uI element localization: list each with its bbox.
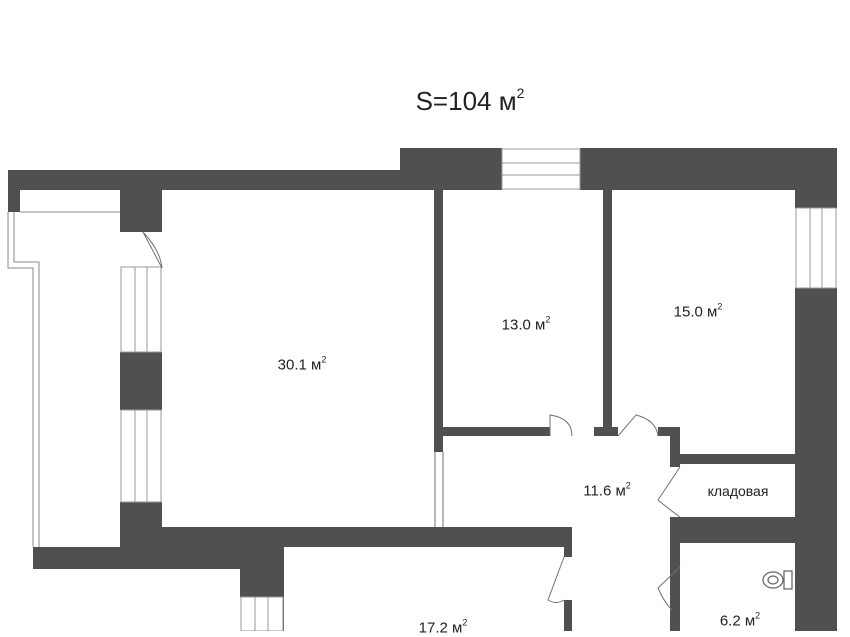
wall-loggia-bottom — [33, 547, 43, 569]
wall-top-left — [8, 170, 435, 190]
loggia — [7, 211, 120, 547]
room-bedroom-2-area: 15.0 м2 — [673, 301, 723, 321]
window-top-bedroom — [501, 148, 581, 190]
wall-living-lower-left — [120, 502, 162, 552]
toilet-icon — [762, 570, 793, 590]
walls — [8, 148, 837, 631]
wall-storage-right — [795, 454, 817, 631]
windows — [120, 148, 837, 631]
room-living-area: 30.1 м2 — [277, 354, 327, 374]
wall-top-step — [400, 148, 502, 190]
doors — [142, 231, 681, 611]
room-bath-area: 6.2 м2 — [719, 610, 761, 630]
wall-top-right — [580, 148, 837, 190]
window-right-bedroom — [795, 207, 837, 289]
wall-storage-top — [670, 454, 797, 464]
wall-left-corner — [8, 170, 20, 212]
wall-bedroom-bedroom — [603, 190, 612, 435]
wall-top-right-return — [795, 148, 837, 208]
wall-hall-top-mid — [594, 427, 618, 436]
room-bottom-area: 17.2 м2 — [418, 617, 468, 637]
wall-living-upper-left — [120, 170, 162, 232]
wall-bottom-left — [33, 547, 283, 569]
wall-living-bottom — [162, 527, 572, 547]
wall-hall-right — [670, 427, 680, 467]
room-bedroom-1-area: 13.0 м2 — [501, 314, 551, 334]
wall-bath-left — [670, 567, 680, 631]
window-living-upper — [120, 266, 162, 353]
wall-living-bedroom — [434, 190, 443, 452]
wall-hall-top-right — [658, 427, 680, 436]
total-area-title: S=104 м2 — [415, 85, 525, 116]
room-hall-area: 11.6 м2 — [583, 480, 631, 500]
wall-bath-top — [670, 525, 797, 543]
storage-label: кладовая — [707, 483, 769, 499]
window-living-lower — [120, 409, 162, 503]
wall-living-mid-left — [120, 352, 162, 410]
wall-right-ext — [795, 288, 837, 454]
wall-hall-top-left — [443, 427, 550, 436]
wall-hall-bottom-left — [564, 547, 572, 557]
window-bottom-left — [240, 596, 284, 631]
wall-bottom-mid — [564, 600, 572, 631]
wall-storage-bottom — [670, 517, 797, 525]
wall-right-ext-lower — [817, 454, 837, 631]
